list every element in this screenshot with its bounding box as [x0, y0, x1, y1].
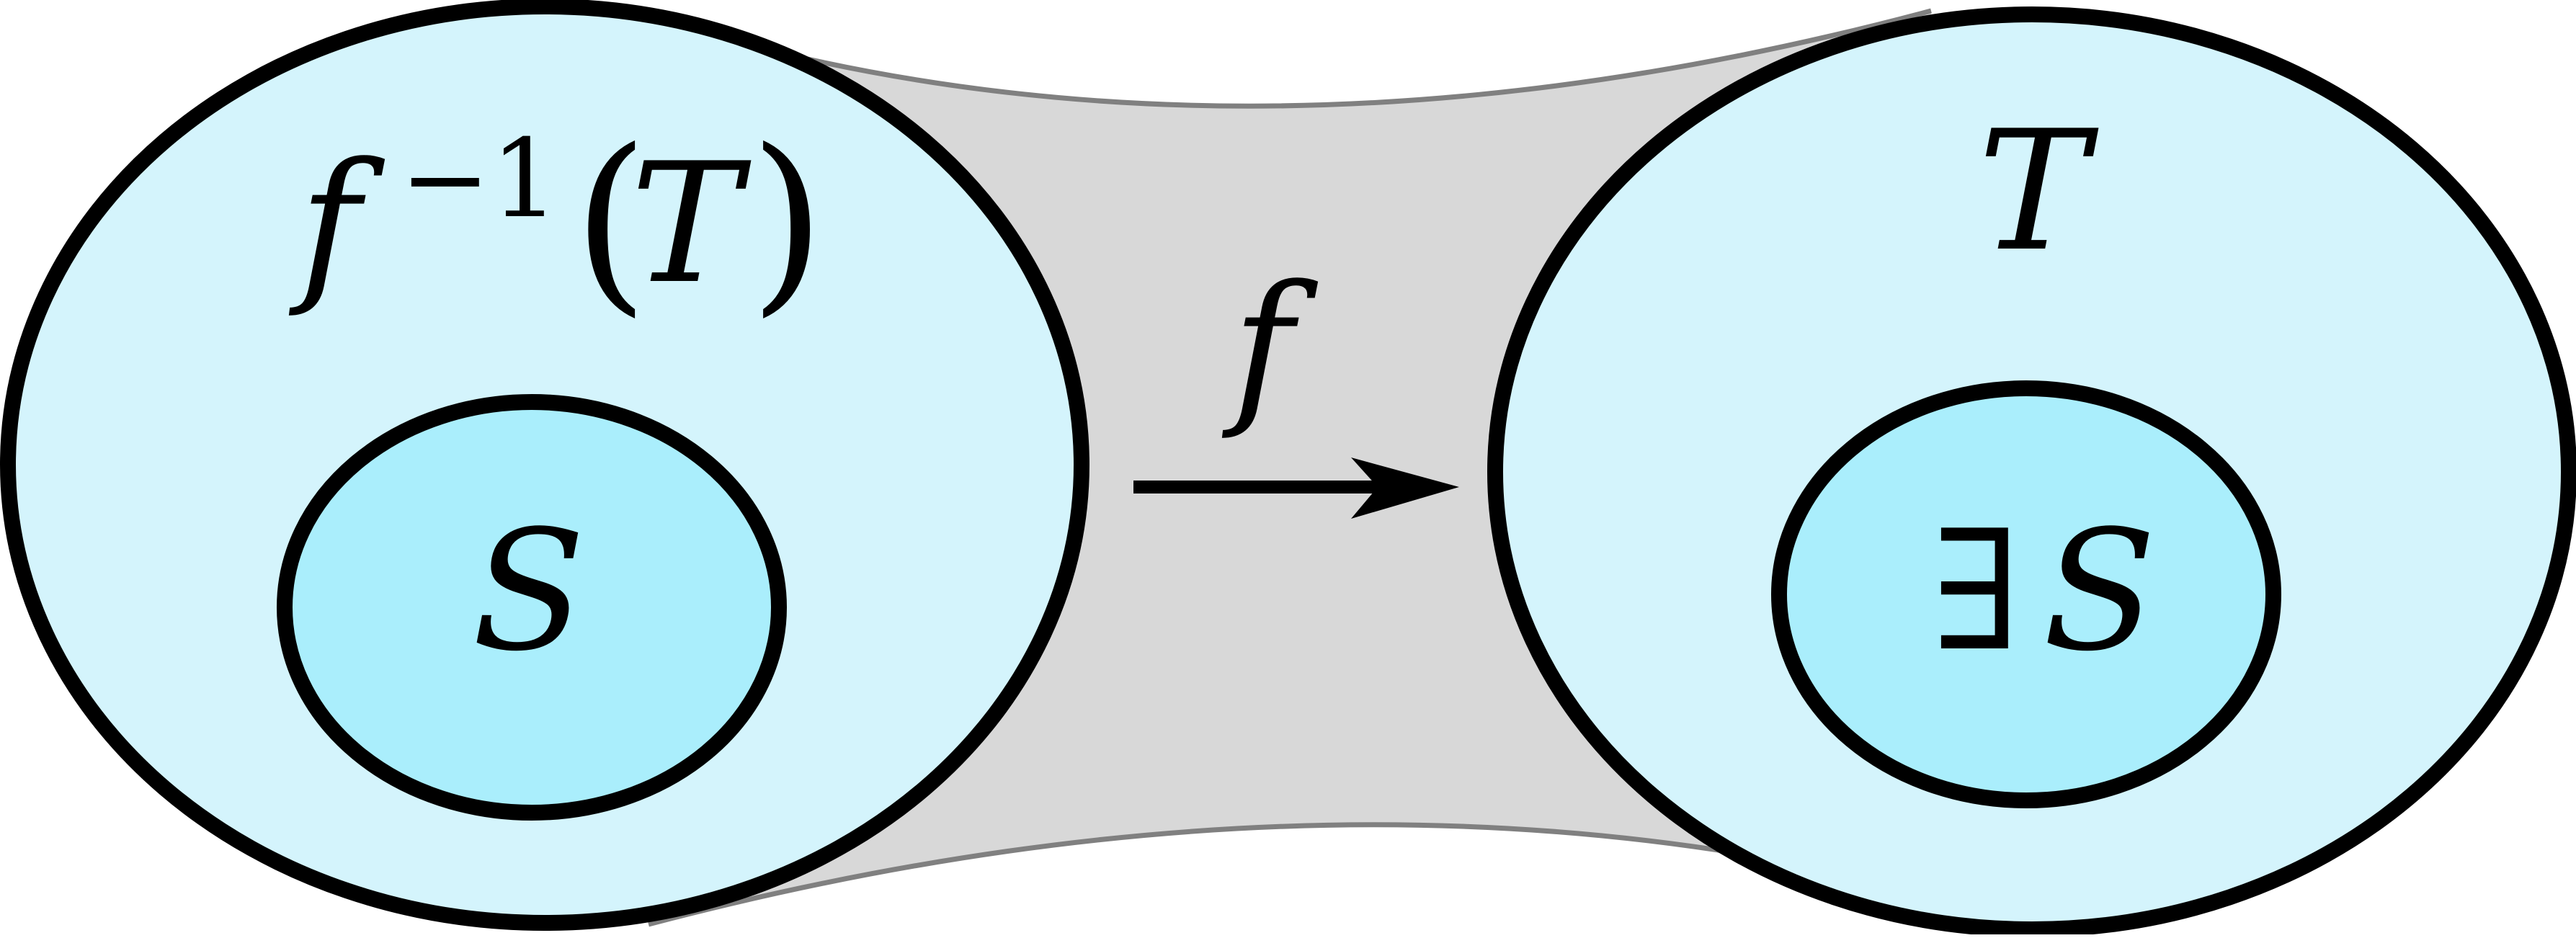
target-label: T [1978, 96, 2099, 288]
mapping-band-top-edge [785, 8, 1932, 109]
subset-s-right [1771, 380, 2281, 808]
preimage-label-open-paren: ( [573, 107, 649, 334]
preimage-label-exponent: −1 [400, 117, 559, 242]
preimage-label-arg: T [630, 128, 752, 321]
preimage-label-close-paren: ) [749, 107, 825, 334]
exists-symbol: ∃ [1931, 496, 2021, 688]
subset-s-left-label: S [472, 496, 586, 688]
subset-s-left [277, 394, 787, 821]
mapping-arrow-head [1351, 457, 1459, 519]
subset-s-right-label: S [2043, 496, 2157, 688]
